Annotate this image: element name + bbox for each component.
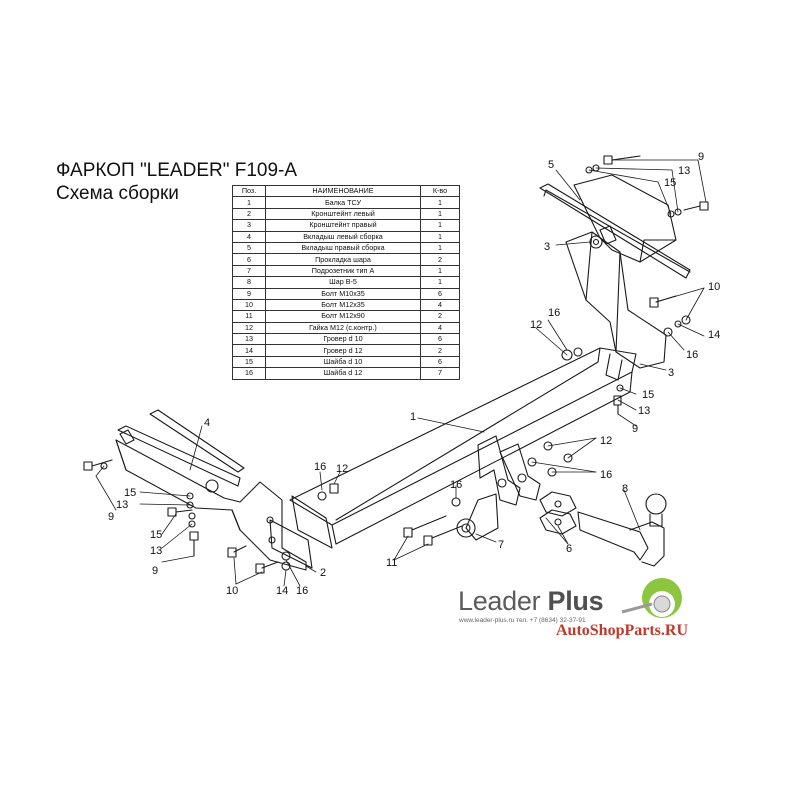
right-bracket-part	[565, 174, 677, 369]
left-side-bolts	[83, 459, 291, 574]
logo-word-bold: Plus	[547, 586, 604, 616]
callout-7: 7	[498, 539, 504, 551]
callout-12: 12	[530, 319, 542, 331]
cell-qty: 7	[420, 367, 460, 380]
callout-15: 15	[642, 389, 654, 401]
tow-ball-part	[577, 493, 667, 567]
callout-1: 1	[410, 411, 416, 423]
shop-watermark: AutoShopParts.RU	[556, 622, 689, 639]
callout-16: 16	[296, 585, 308, 597]
right-insert-part	[539, 183, 691, 279]
callout-16: 16	[314, 461, 326, 473]
callout-14: 14	[708, 329, 720, 341]
left-insert-part	[117, 409, 245, 493]
socket-holder-part	[456, 493, 499, 541]
callout-3: 3	[668, 367, 674, 379]
callout-6: 6	[566, 543, 572, 555]
callout-10: 10	[708, 281, 720, 293]
callout-8: 8	[622, 483, 628, 495]
diagram-subtitle: Схема сборки	[56, 183, 179, 204]
callout-3: 3	[544, 241, 550, 253]
callout-16: 16	[600, 469, 612, 481]
callout-12: 12	[600, 435, 612, 447]
top-right-bolts	[561, 155, 709, 361]
leader-plus-logo-text: Leader Plus	[458, 586, 604, 617]
callout-9: 9	[108, 511, 114, 523]
callout-14: 14	[276, 585, 288, 597]
callout-13: 13	[678, 165, 690, 177]
diagram-title: ФАРКОП "LEADER" F109-A	[56, 160, 298, 181]
callout-9: 9	[632, 423, 638, 435]
center-bolts	[317, 384, 624, 546]
logo-word: Leader	[458, 586, 541, 616]
callout-5: 5	[548, 159, 554, 171]
callout-16: 16	[548, 307, 560, 319]
callout-9: 9	[152, 565, 158, 577]
callout-11: 11	[386, 557, 397, 569]
callout-15: 15	[124, 487, 136, 499]
cell-name: Шайба d 12	[265, 367, 421, 380]
callout-16: 16	[686, 349, 698, 361]
callout-10: 10	[226, 585, 238, 597]
main-beam-part	[269, 347, 637, 569]
contact-line: www.leader-plus.ru тел. +7 (8634) 32-37-…	[459, 617, 586, 624]
leader-plus-logo-mark	[621, 578, 682, 618]
callout-4: 4	[204, 417, 210, 429]
ball-mount-plates	[477, 435, 541, 506]
ball-spacer-plates	[539, 491, 577, 535]
callout-13: 13	[116, 499, 128, 511]
callout-leader-lines	[95, 159, 707, 587]
callout-12: 12	[336, 463, 348, 475]
callout-15: 15	[150, 529, 162, 541]
callout-15: 15	[664, 177, 676, 189]
callout-13: 13	[150, 545, 162, 557]
callout-13: 13	[638, 405, 650, 417]
parts-table-header-row: Поз. НАИМЕНОВАНИЕ К-во	[232, 184, 460, 198]
callout-9: 9	[698, 151, 704, 163]
callout-2: 2	[320, 567, 326, 579]
callout-16: 16	[450, 479, 462, 491]
